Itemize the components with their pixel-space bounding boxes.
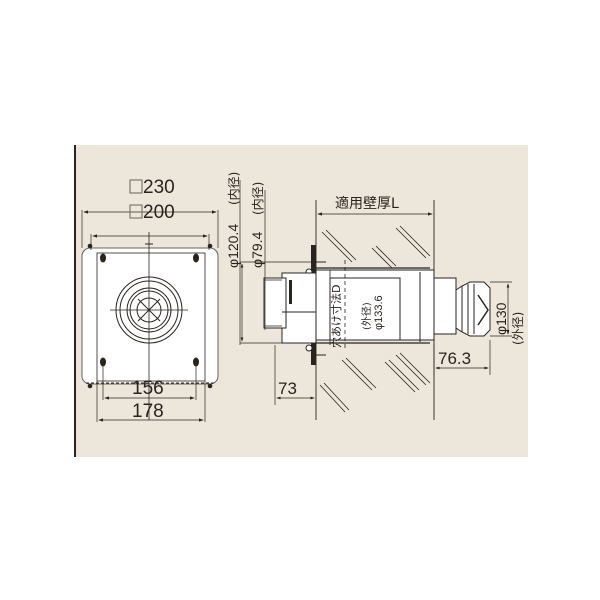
terminal-outer-note: (外径) — [511, 312, 525, 345]
protrusion-inside-dimension: 73 — [278, 379, 297, 398]
inner-diameter-2-note: (内径) — [251, 182, 265, 215]
inner-diameter-1-label: φ120.4 — [225, 224, 241, 268]
bolt-pitch-outer-dimension: 178 — [132, 401, 164, 422]
front-view — [81, 179, 219, 422]
side-view — [239, 180, 512, 420]
hole-size-label: 穴あけ寸法D — [329, 285, 343, 348]
pipe-outer-diameter: φ133.6 — [373, 295, 385, 330]
wall-hatching — [319, 225, 431, 413]
outer-square-dimension: 230 — [143, 177, 175, 198]
inner-diameter-1-note: (内径) — [227, 172, 241, 205]
pipe-outer-note: (外径) — [360, 302, 373, 330]
bolt-pitch-inner-dimension: 156 — [132, 378, 164, 399]
inner-square-dimension: 200 — [143, 202, 175, 223]
inner-diameter-2-label: φ79.4 — [249, 231, 265, 268]
wall-thickness-label: 適用壁厚L — [335, 195, 399, 212]
terminal-outer-diameter: φ130 — [493, 302, 509, 335]
protrusion-outside-dimension: 76.3 — [438, 349, 471, 368]
